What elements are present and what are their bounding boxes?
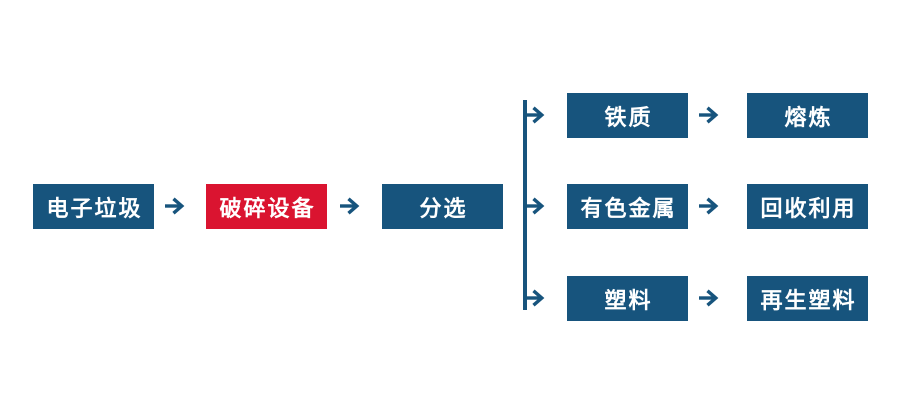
branch-arrow-icon (525, 106, 545, 124)
flow-arrow-icon (699, 106, 719, 124)
node-recycled-plastic: 再生塑料 (747, 276, 868, 321)
node-plastic: 塑料 (567, 276, 688, 321)
node-smelting-label: 熔炼 (784, 104, 833, 130)
flow-arrow-icon (699, 289, 719, 307)
node-ewaste-label: 电子垃圾 (46, 195, 143, 221)
node-nonferrous-metal-label: 有色金属 (580, 195, 677, 221)
node-plastic-label: 塑料 (604, 287, 653, 313)
node-sorting: 分选 (382, 184, 503, 229)
node-smelting: 熔炼 (747, 93, 868, 138)
node-sorting-label: 分选 (419, 195, 468, 221)
node-recycling: 回收利用 (747, 184, 868, 229)
node-recycling-label: 回收利用 (760, 195, 857, 221)
node-ewaste: 电子垃圾 (33, 184, 154, 229)
flow-arrow-icon (165, 197, 185, 215)
node-iron: 铁质 (567, 93, 688, 138)
branch-arrow-icon (525, 197, 545, 215)
node-recycled-plastic-label: 再生塑料 (760, 287, 857, 313)
node-nonferrous-metal: 有色金属 (567, 184, 688, 229)
flow-arrow-icon (699, 197, 719, 215)
node-crusher: 破碎设备 (206, 184, 327, 229)
node-crusher-label: 破碎设备 (219, 195, 316, 221)
branch-arrow-icon (525, 289, 545, 307)
flow-arrow-icon (340, 197, 360, 215)
node-iron-label: 铁质 (604, 104, 653, 130)
